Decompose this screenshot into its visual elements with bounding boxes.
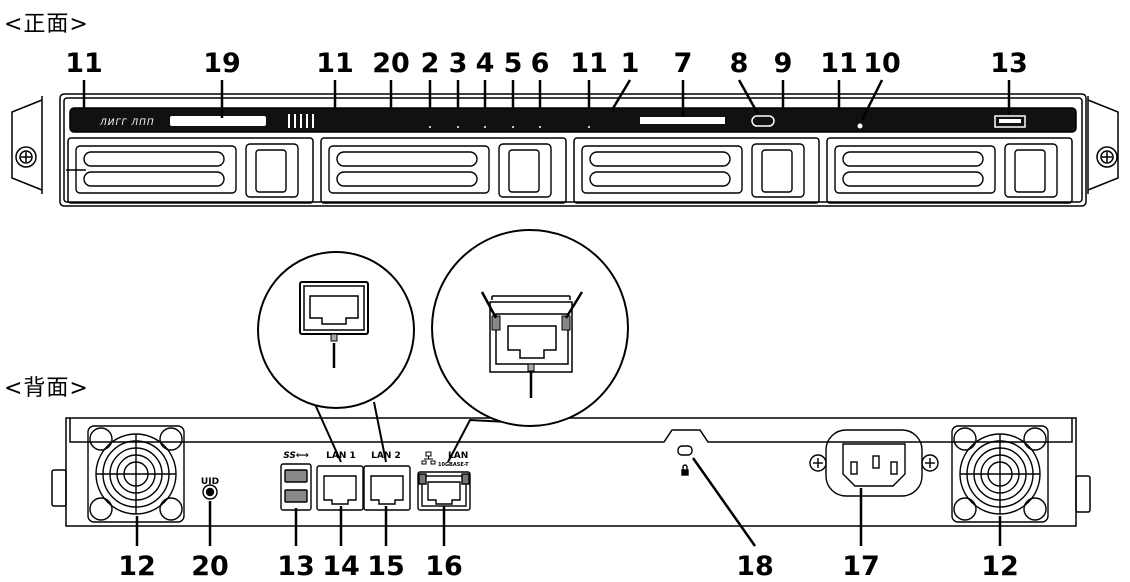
callout-7: 7 — [673, 48, 693, 79]
callout-10: 10 — [863, 48, 901, 79]
uid-label: UID — [201, 477, 219, 487]
drive-bays — [67, 137, 1073, 204]
lan2-port — [363, 465, 411, 511]
zoom-bubble-right — [431, 229, 629, 463]
callout-20-uid-front: 20 — [372, 48, 410, 79]
front-chassis — [59, 93, 1087, 207]
power-button — [857, 123, 863, 129]
function-button — [751, 115, 775, 127]
rear-view-title: <背面> — [4, 376, 89, 401]
screw-icon — [1096, 146, 1118, 168]
callout-18-security-slot: 18 — [736, 551, 774, 582]
lan-10g-sublabel: 10GBASE-T — [438, 462, 469, 468]
callout-2: 2 — [420, 48, 440, 79]
callout-15-lan2: 15 — [367, 551, 405, 582]
callout-13-usb-front: 13 — [990, 48, 1028, 79]
callout-11-drive-led-4: 11 — [820, 48, 858, 79]
fan-left-icon — [87, 425, 185, 523]
front-leader-lines — [82, 79, 1011, 121]
callout-11-drive-led-2: 11 — [316, 48, 354, 79]
lcd-display — [170, 116, 266, 126]
rack-ear-right — [1087, 99, 1119, 191]
lan1-label: LAN 1 — [326, 451, 356, 461]
rack-ear-left — [11, 99, 43, 191]
drive-tray-details — [66, 143, 1058, 198]
screw-icon — [921, 454, 939, 472]
power-inlet — [809, 429, 939, 497]
callout-17-power-inlet: 17 — [842, 551, 880, 582]
uid-button — [202, 484, 218, 500]
callout-9: 9 — [773, 48, 793, 79]
front-control-bar — [69, 107, 1077, 133]
vent-grille — [288, 114, 314, 128]
front-view-title: <正面> — [4, 12, 89, 37]
front-display-panel — [640, 117, 725, 124]
lan-10g-port — [417, 471, 471, 511]
callout-4: 4 — [475, 48, 495, 79]
usb-rear-ports — [280, 463, 312, 511]
callout-19-display: 19 — [203, 48, 241, 79]
control-bar-features: ЛИГГ ЛПП — [99, 114, 1026, 129]
callout-16-lan-10g: 16 — [425, 551, 463, 582]
rear-leader-lines — [135, 457, 1002, 547]
brand-logo: ЛИГГ ЛПП — [99, 118, 155, 128]
callout-8: 8 — [729, 48, 749, 79]
callout-5: 5 — [503, 48, 523, 79]
callout-12-fan-right: 12 — [981, 551, 1019, 582]
front-panel — [11, 93, 1119, 207]
screw-icon — [809, 454, 827, 472]
callout-14-lan1: 14 — [322, 551, 360, 582]
callout-3: 3 — [448, 48, 468, 79]
callout-11-drive-led-3: 11 — [570, 48, 608, 79]
security-slot-icon — [677, 445, 693, 476]
callout-11-drive-led-1: 11 — [65, 48, 103, 79]
usb-front-port — [994, 115, 1026, 128]
callout-1-power: 1 — [620, 48, 640, 79]
callout-20-uid-rear: 20 — [191, 551, 229, 582]
callout-6: 6 — [530, 48, 550, 79]
lan2-label: LAN 2 — [371, 451, 401, 461]
fan-right-icon — [951, 425, 1049, 523]
lan-10g-label: LAN — [448, 451, 468, 461]
usb-superspeed-label: SS⟷ — [283, 451, 309, 461]
network-icon — [421, 451, 436, 465]
lan1-port — [316, 465, 364, 511]
callout-12-fan-left: 12 — [118, 551, 156, 582]
screw-icon — [15, 146, 37, 168]
zoom-bubble-left — [257, 251, 415, 463]
callout-13-usb-rear: 13 — [277, 551, 315, 582]
rear-panel — [51, 417, 1091, 527]
rear-chassis — [65, 417, 1077, 527]
